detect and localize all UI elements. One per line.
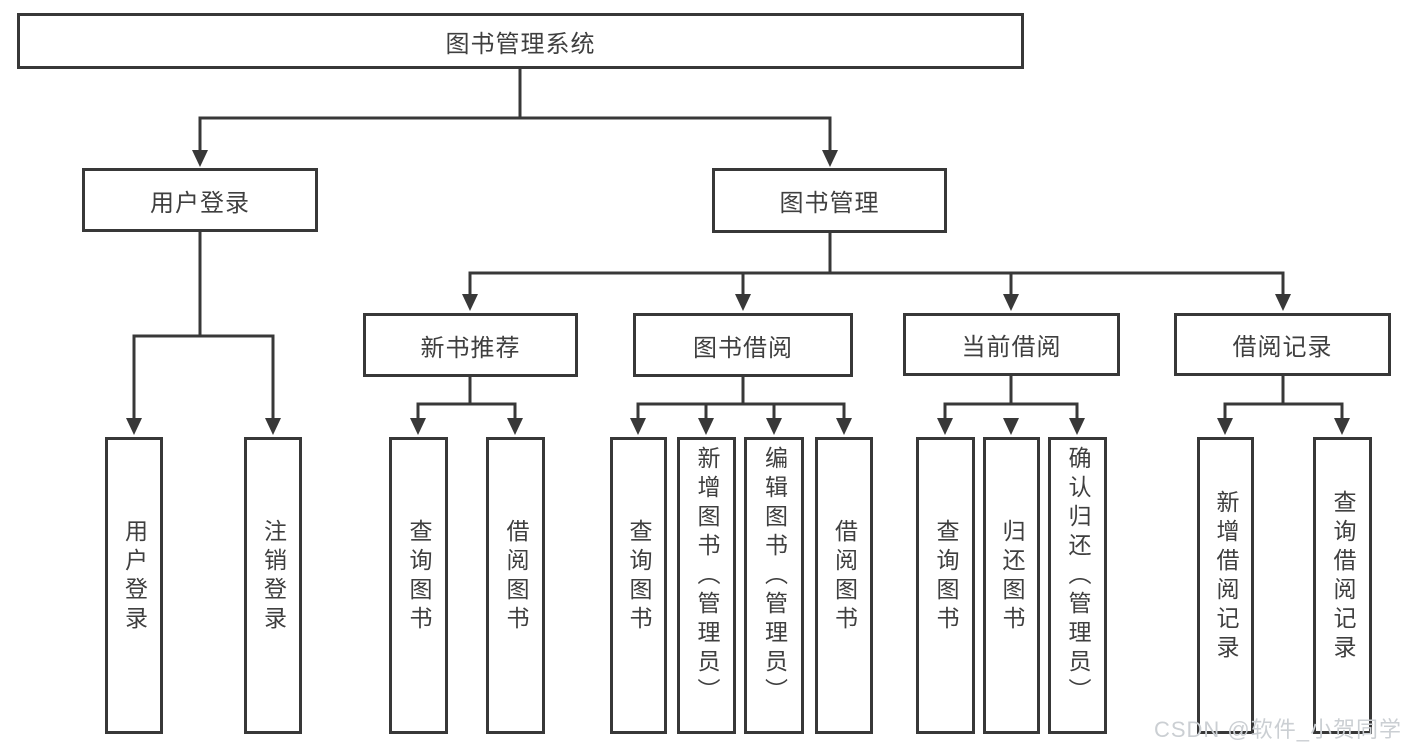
node-new-book-recommendation: 新书推荐 [363,313,578,377]
arrowhead-icon [1003,294,1019,311]
node-label: 当前借阅 [961,334,1062,361]
node-book-management: 图书管理 [712,168,947,233]
node-label: 注销登录 [260,518,287,635]
leaf-return-books: 归还图书 [983,437,1040,734]
leaf-add-borrow-record: 新增借阅记录 [1197,437,1254,734]
leaf-query-books-current: 查询图书 [916,437,975,734]
node-current-borrowing: 当前借阅 [903,313,1120,376]
node-label: 新增图书（管理员） [694,446,720,707]
arrowhead-icon [630,418,646,435]
arrowhead-icon [1217,418,1233,435]
leaf-borrow-books-recommend: 借阅图书 [486,437,545,734]
node-label: 图书借阅 [693,334,793,362]
node-label: 归还图书 [999,518,1025,635]
arrowhead-icon [836,418,852,435]
arrowhead-icon [822,150,838,167]
arrowhead-icon [937,418,953,435]
node-user-login: 用户登录 [82,168,318,232]
arrowhead-icon [735,294,751,311]
arrowhead-icon [1003,418,1019,435]
node-label: 查询图书 [406,518,432,635]
node-label: 图书管理系统 [445,30,596,58]
arrowhead-icon [192,150,208,167]
arrowhead-icon [265,418,281,435]
node-label: 新书推荐 [420,334,521,362]
arrowheads [126,150,1350,435]
node-library-management-system: 图书管理系统 [17,13,1024,69]
node-label: 编辑图书（管理员） [761,446,788,707]
leaf-edit-book-admin: 编辑图书（管理员） [744,437,804,734]
arrowhead-icon [766,418,782,435]
arrowhead-icon [410,418,426,435]
leaf-add-book-admin: 新增图书（管理员） [677,437,736,734]
arrowhead-icon [462,294,478,311]
leaf-user-login: 用户登录 [105,437,163,734]
arrowhead-icon [507,418,523,435]
arrowhead-icon [126,418,142,435]
node-book-borrowing: 图书借阅 [633,313,853,377]
node-label: 确认归还（管理员） [1065,446,1091,707]
node-label: 新增借阅记录 [1213,489,1239,664]
node-label: 查询图书 [626,518,652,635]
arrowhead-icon [698,418,714,435]
node-label: 图书管理 [779,190,880,217]
node-borrowing-records: 借阅记录 [1174,313,1391,376]
node-label: 查询借阅记录 [1330,489,1356,664]
node-label: 用户登录 [150,189,250,217]
arrowhead-icon [1069,418,1085,435]
leaf-logout: 注销登录 [244,437,302,734]
arrowhead-icon [1275,294,1291,311]
leaf-borrow-books-borrowing: 借阅图书 [815,437,873,734]
node-label: 用户登录 [121,518,148,635]
node-label: 借阅记录 [1232,334,1333,361]
arrowhead-icon [1334,418,1350,435]
watermark: CSDN @软件_小贺同学 [1153,717,1402,742]
leaf-confirm-return-admin: 确认归还（管理员） [1048,437,1107,734]
node-label: 借阅图书 [831,518,858,635]
node-label: 借阅图书 [503,518,529,635]
tree-edges [132,69,1344,421]
node-label: 查询图书 [933,518,959,635]
leaf-query-borrow-record: 查询借阅记录 [1313,437,1372,734]
leaf-query-books-borrowing: 查询图书 [610,437,667,734]
leaf-query-books-recommend: 查询图书 [389,437,448,734]
